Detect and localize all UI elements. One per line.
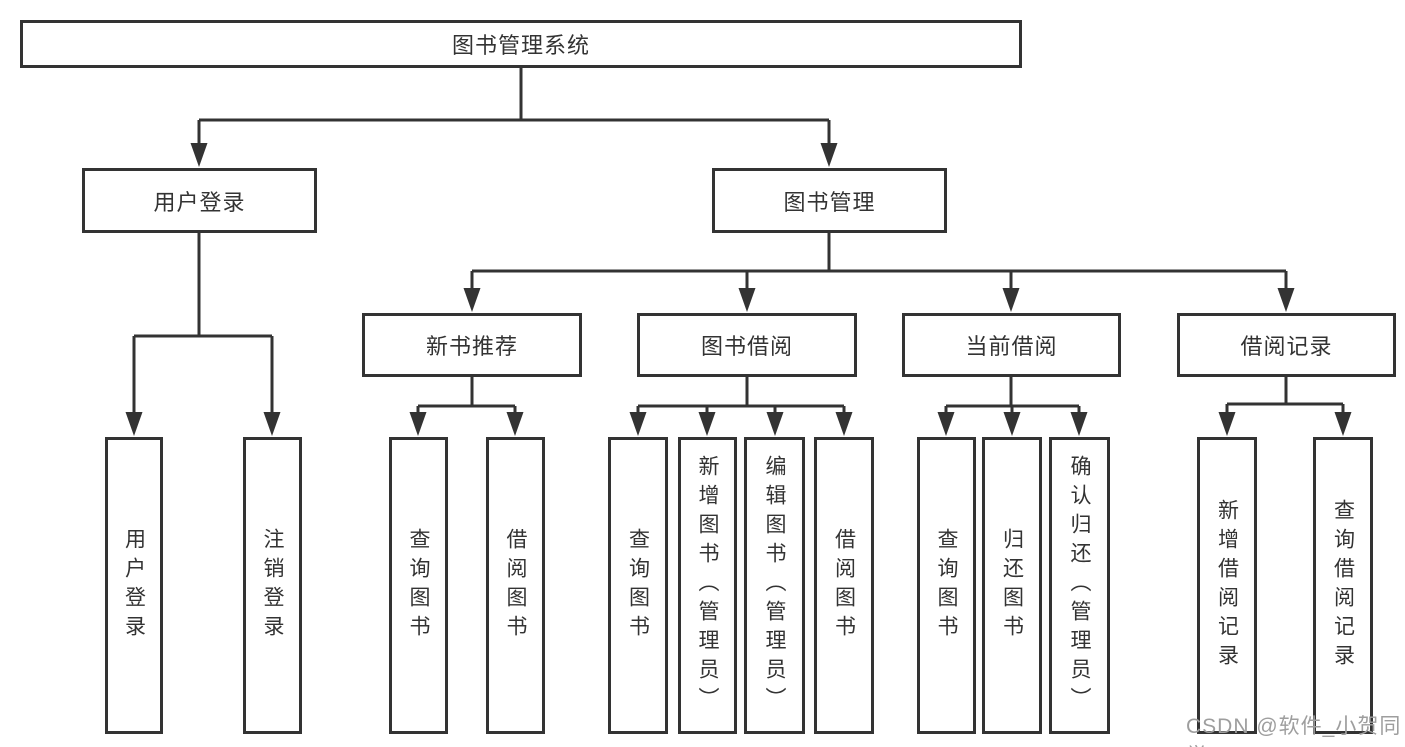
node-book-management: 图书管理 [712,168,947,233]
arrowhead-ul-login [125,412,143,436]
csdn-watermark: CSDN @软件_小贺同学 [1186,715,1402,747]
node-br-add-record: 新增借阅记录 [1197,437,1257,734]
node-ul-logout: 注销登录 [243,437,302,734]
node-cb-query-books: 查询图书 [917,437,976,734]
arrowhead-bb-borrow [835,412,853,436]
arrowhead-user-login [190,143,208,167]
arrowhead-br-add [1218,412,1236,436]
edge-book-borrow-children [636,377,846,414]
arrowhead-nb-query [409,412,427,436]
node-bb-edit-books-admin: 编辑图书（管理员） [744,437,805,734]
arrowhead-book-mgmt [820,143,838,167]
node-root: 图书管理系统 [20,20,1022,68]
arrowhead-new-book [463,288,481,312]
node-user-login: 用户登录 [82,168,317,233]
edge-borrow-record-children [1225,377,1345,414]
node-nb-borrow-books: 借阅图书 [486,437,545,734]
node-book-borrow: 图书借阅 [637,313,857,377]
arrowhead-borrow-record [1277,288,1295,312]
arrowhead-bb-query [629,412,647,436]
arrowhead-current-borrow [1002,288,1020,312]
node-current-borrow: 当前借阅 [902,313,1121,377]
arrowhead-bb-edit [766,412,784,436]
node-cb-return-books: 归还图书 [982,437,1042,734]
arrowhead-ul-logout [263,412,281,436]
arrowhead-bb-add [698,412,716,436]
node-new-book-recommend: 新书推荐 [362,313,582,377]
node-bb-query-books: 查询图书 [608,437,668,734]
node-bb-add-books-admin: 新增图书（管理员） [678,437,737,734]
edge-user-login-children [132,233,274,414]
arrowhead-br-query [1334,412,1352,436]
arrowhead-book-borrow [738,288,756,312]
edge-book-mgmt-children [470,233,1288,291]
node-ul-user-login: 用户登录 [105,437,163,734]
arrowheads [125,143,1352,436]
arrowhead-cb-query [937,412,955,436]
arrowhead-cb-return [1003,412,1021,436]
arrowhead-cb-confirm [1070,412,1088,436]
arrowhead-nb-borrow [506,412,524,436]
edge-current-borrow-children [944,377,1081,414]
node-cb-confirm-return-admin: 确认归还（管理员） [1049,437,1110,734]
node-bb-borrow-books: 借阅图书 [814,437,874,734]
edge-root-to-level1 [197,68,831,146]
node-borrow-records: 借阅记录 [1177,313,1396,377]
edge-lines [132,68,1345,414]
edge-new-book-children [416,377,517,414]
node-nb-query-books: 查询图书 [389,437,448,734]
node-br-query-record: 查询借阅记录 [1313,437,1373,734]
